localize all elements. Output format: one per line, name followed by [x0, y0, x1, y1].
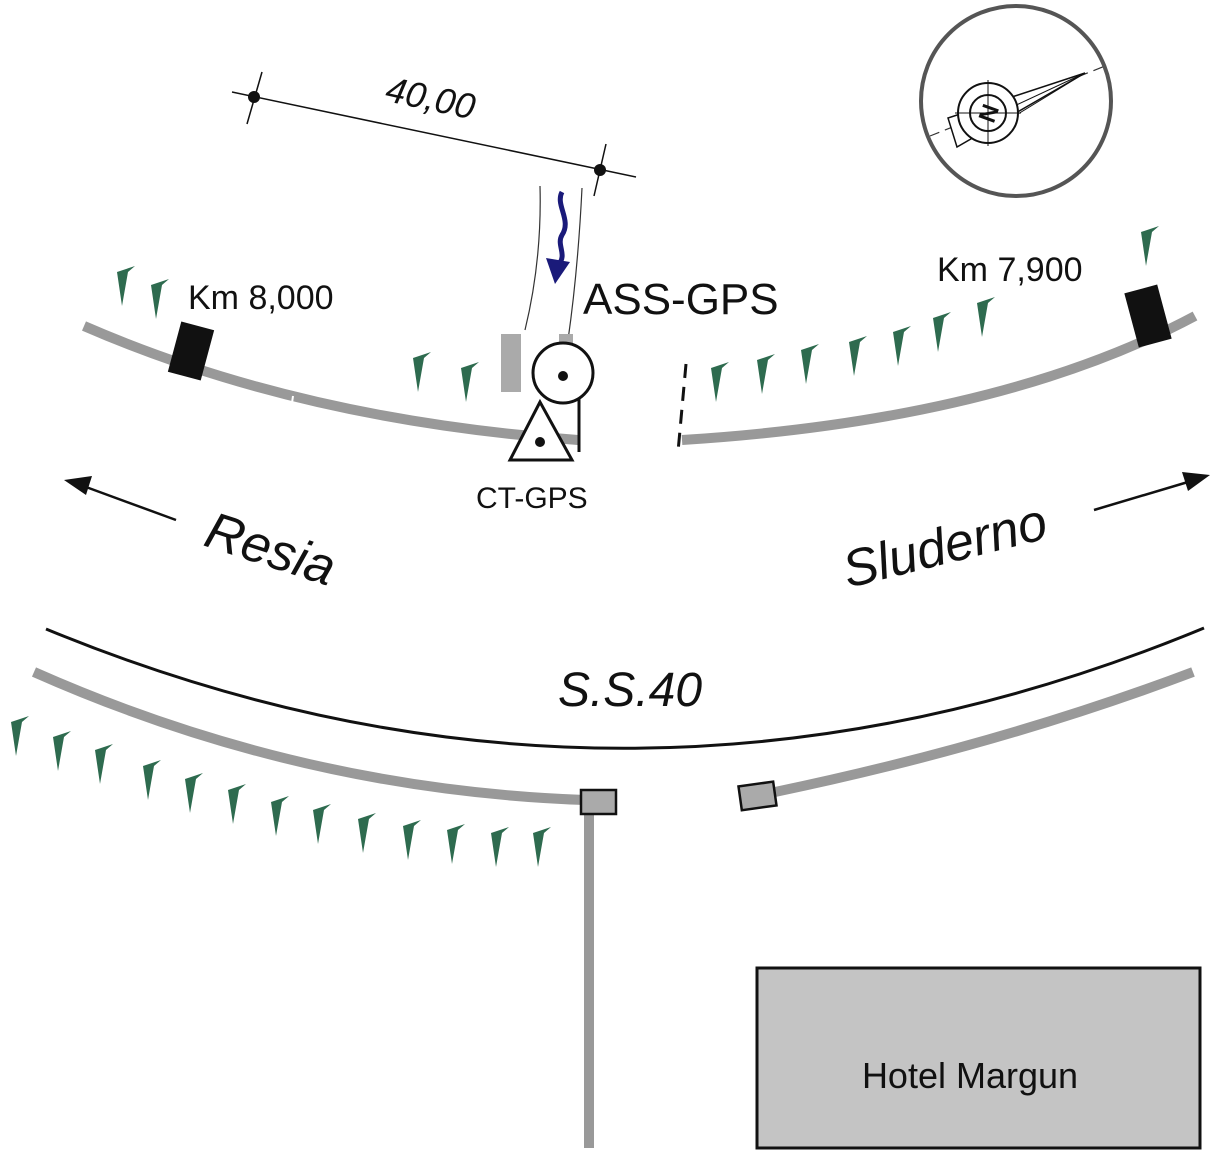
- ass-gps-label: ASS-GPS: [583, 275, 779, 324]
- tree-icon: [711, 362, 729, 402]
- tree-icon: [228, 784, 246, 824]
- tree-icon: [403, 820, 421, 860]
- road-label: S.S.40: [558, 664, 702, 717]
- guardrail-joint: [290, 395, 294, 411]
- ct-gps-dot: [535, 437, 545, 447]
- tree-icon: [151, 279, 169, 319]
- tree-icon: [143, 760, 161, 800]
- trees-group: [11, 226, 1159, 867]
- tree-icon: [413, 352, 431, 392]
- tree-icon: [1141, 226, 1159, 266]
- guardrail-lower-right: [773, 667, 1195, 797]
- arrow-to-sluderno: [1093, 480, 1189, 512]
- tree-icon: [893, 326, 911, 366]
- gate-post-right: [737, 780, 778, 812]
- guardrail-upper-left: [82, 321, 579, 445]
- tree-icon: [533, 827, 551, 867]
- km-left-label: Km 8,000: [188, 279, 334, 317]
- gap-dashed-line: [676, 363, 688, 453]
- tree-icon: [95, 744, 113, 784]
- tree-icon: [53, 731, 71, 771]
- road-ss40-line: [45, 626, 1205, 750]
- dimension-line: [231, 91, 637, 178]
- compass-rose-icon: [919, 4, 1113, 198]
- km-marker-left: [167, 321, 215, 381]
- tree-icon: [313, 804, 331, 844]
- tree-icon: [757, 354, 775, 394]
- dimension-point-left: [248, 91, 260, 103]
- tree-icon: [801, 344, 819, 384]
- ct-gps-station-icon: [507, 398, 575, 462]
- tree-icon: [977, 297, 995, 337]
- tree-icon: [185, 773, 203, 813]
- dimension-label: 40,00: [382, 68, 479, 127]
- tree-icon: [849, 336, 867, 376]
- channel-left-edge: [524, 185, 541, 331]
- tree-icon: [491, 827, 509, 867]
- direction-sluderno-label: Sluderno: [837, 493, 1053, 600]
- guardrail-lower-left: [31, 667, 586, 805]
- ct-gps-label: CT-GPS: [476, 482, 588, 515]
- flow-arrowhead: [546, 258, 570, 284]
- hotel-label: Hotel Margun: [862, 1055, 1078, 1096]
- gate-post-left: [579, 788, 618, 816]
- direction-resia-label: Resia: [198, 501, 342, 597]
- tree-icon: [933, 312, 951, 352]
- hotel-building: [755, 966, 1202, 1150]
- tree-icon: [358, 813, 376, 853]
- tree-icon: [11, 716, 29, 756]
- arrow-to-sluderno-head: [1182, 472, 1210, 491]
- km-marker-right: [1124, 284, 1172, 348]
- flow-arrow-icon: [556, 190, 568, 267]
- tree-icon: [271, 796, 289, 836]
- channel-wall-left: [501, 334, 521, 392]
- arrow-to-resia: [85, 485, 177, 522]
- arrow-to-resia-head: [64, 476, 92, 495]
- tree-icon: [117, 266, 135, 306]
- tree-icon: [461, 362, 479, 402]
- km-right-label: Km 7,900: [937, 251, 1083, 289]
- channel-right-edge: [567, 187, 583, 341]
- dimension-point-right: [594, 164, 606, 176]
- tree-icon: [447, 824, 465, 864]
- ass-gps-dot: [558, 371, 568, 381]
